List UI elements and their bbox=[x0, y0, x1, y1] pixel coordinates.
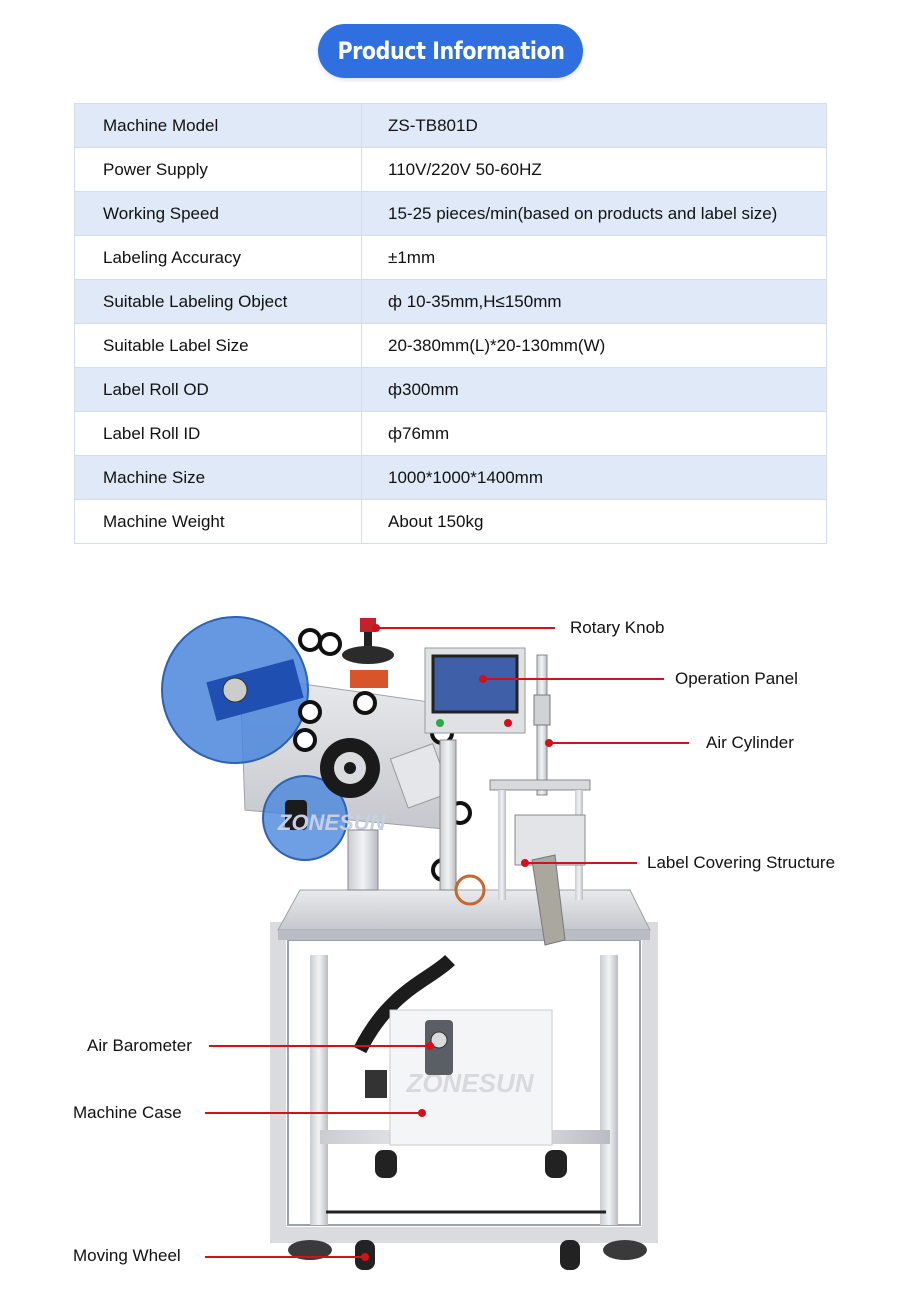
leveling-foot bbox=[288, 1240, 332, 1260]
spec-key: Labeling Accuracy bbox=[74, 235, 362, 280]
callout-dot bbox=[426, 1042, 434, 1050]
callout-label-covering-structure: Label Covering Structure bbox=[647, 853, 836, 872]
spec-key: Suitable Labeling Object bbox=[74, 279, 362, 324]
callout-operation-panel: Operation Panel bbox=[675, 669, 798, 688]
callout-dot bbox=[361, 1253, 369, 1261]
spec-key: Power Supply bbox=[74, 147, 362, 192]
spec-key: Machine Size bbox=[74, 455, 362, 500]
callout-line bbox=[483, 678, 664, 680]
machine-case bbox=[389, 1009, 553, 1146]
spec-value: 15-25 pieces/min(based on products and l… bbox=[361, 191, 827, 236]
callout-machine-case: Machine Case bbox=[73, 1103, 182, 1122]
callout-line bbox=[376, 627, 555, 629]
spec-key: Machine Weight bbox=[74, 499, 362, 544]
callout-line bbox=[549, 742, 689, 744]
spec-value: ф300mm bbox=[361, 367, 827, 412]
callout-dot bbox=[545, 739, 553, 747]
spec-value: ZS-TB801D bbox=[361, 103, 827, 148]
callout-dot bbox=[479, 675, 487, 683]
spec-value: ф76mm bbox=[361, 411, 827, 456]
callout-moving-wheel: Moving Wheel bbox=[73, 1246, 181, 1265]
top-plate bbox=[277, 889, 651, 931]
spec-value: ф 10-35mm,H≤150mm bbox=[361, 279, 827, 324]
callout-line bbox=[209, 1045, 429, 1047]
product-information-banner: Product Information bbox=[318, 24, 583, 78]
callout-line bbox=[525, 862, 637, 864]
spec-value: 20-380mm(L)*20-130mm(W) bbox=[361, 323, 827, 368]
spec-value: ±1mm bbox=[361, 235, 827, 280]
callout-dot bbox=[418, 1109, 426, 1117]
section-title: Product Information bbox=[336, 37, 565, 65]
callout-line bbox=[205, 1112, 420, 1114]
callout-dot bbox=[521, 859, 529, 867]
case-watermark: ZONESUN bbox=[405, 1068, 534, 1098]
callout-dot bbox=[372, 624, 380, 632]
spec-value: 1000*1000*1400mm bbox=[361, 455, 827, 500]
spec-key: Working Speed bbox=[74, 191, 362, 236]
callout-air-barometer: Air Barometer bbox=[87, 1036, 192, 1055]
spec-key: Machine Model bbox=[74, 103, 362, 148]
moving-wheel bbox=[560, 1240, 580, 1270]
table-row: Labeling Accuracy±1mm bbox=[74, 235, 827, 280]
labeling-machine-illustration: ZONESUN ZONESUN bbox=[161, 616, 658, 1270]
spec-key: Label Roll ID bbox=[74, 411, 362, 456]
leveling-foot bbox=[603, 1240, 647, 1260]
callout-rotary-knob: Rotary Knob bbox=[570, 618, 665, 637]
callout-air-cylinder: Air Cylinder bbox=[706, 733, 794, 752]
callout-line bbox=[205, 1256, 365, 1258]
spec-value: 110V/220V 50-60HZ bbox=[361, 147, 827, 192]
spec-key: Label Roll OD bbox=[74, 367, 362, 412]
spec-key: Suitable Label Size bbox=[74, 323, 362, 368]
spec-value: About 150kg bbox=[361, 499, 827, 544]
